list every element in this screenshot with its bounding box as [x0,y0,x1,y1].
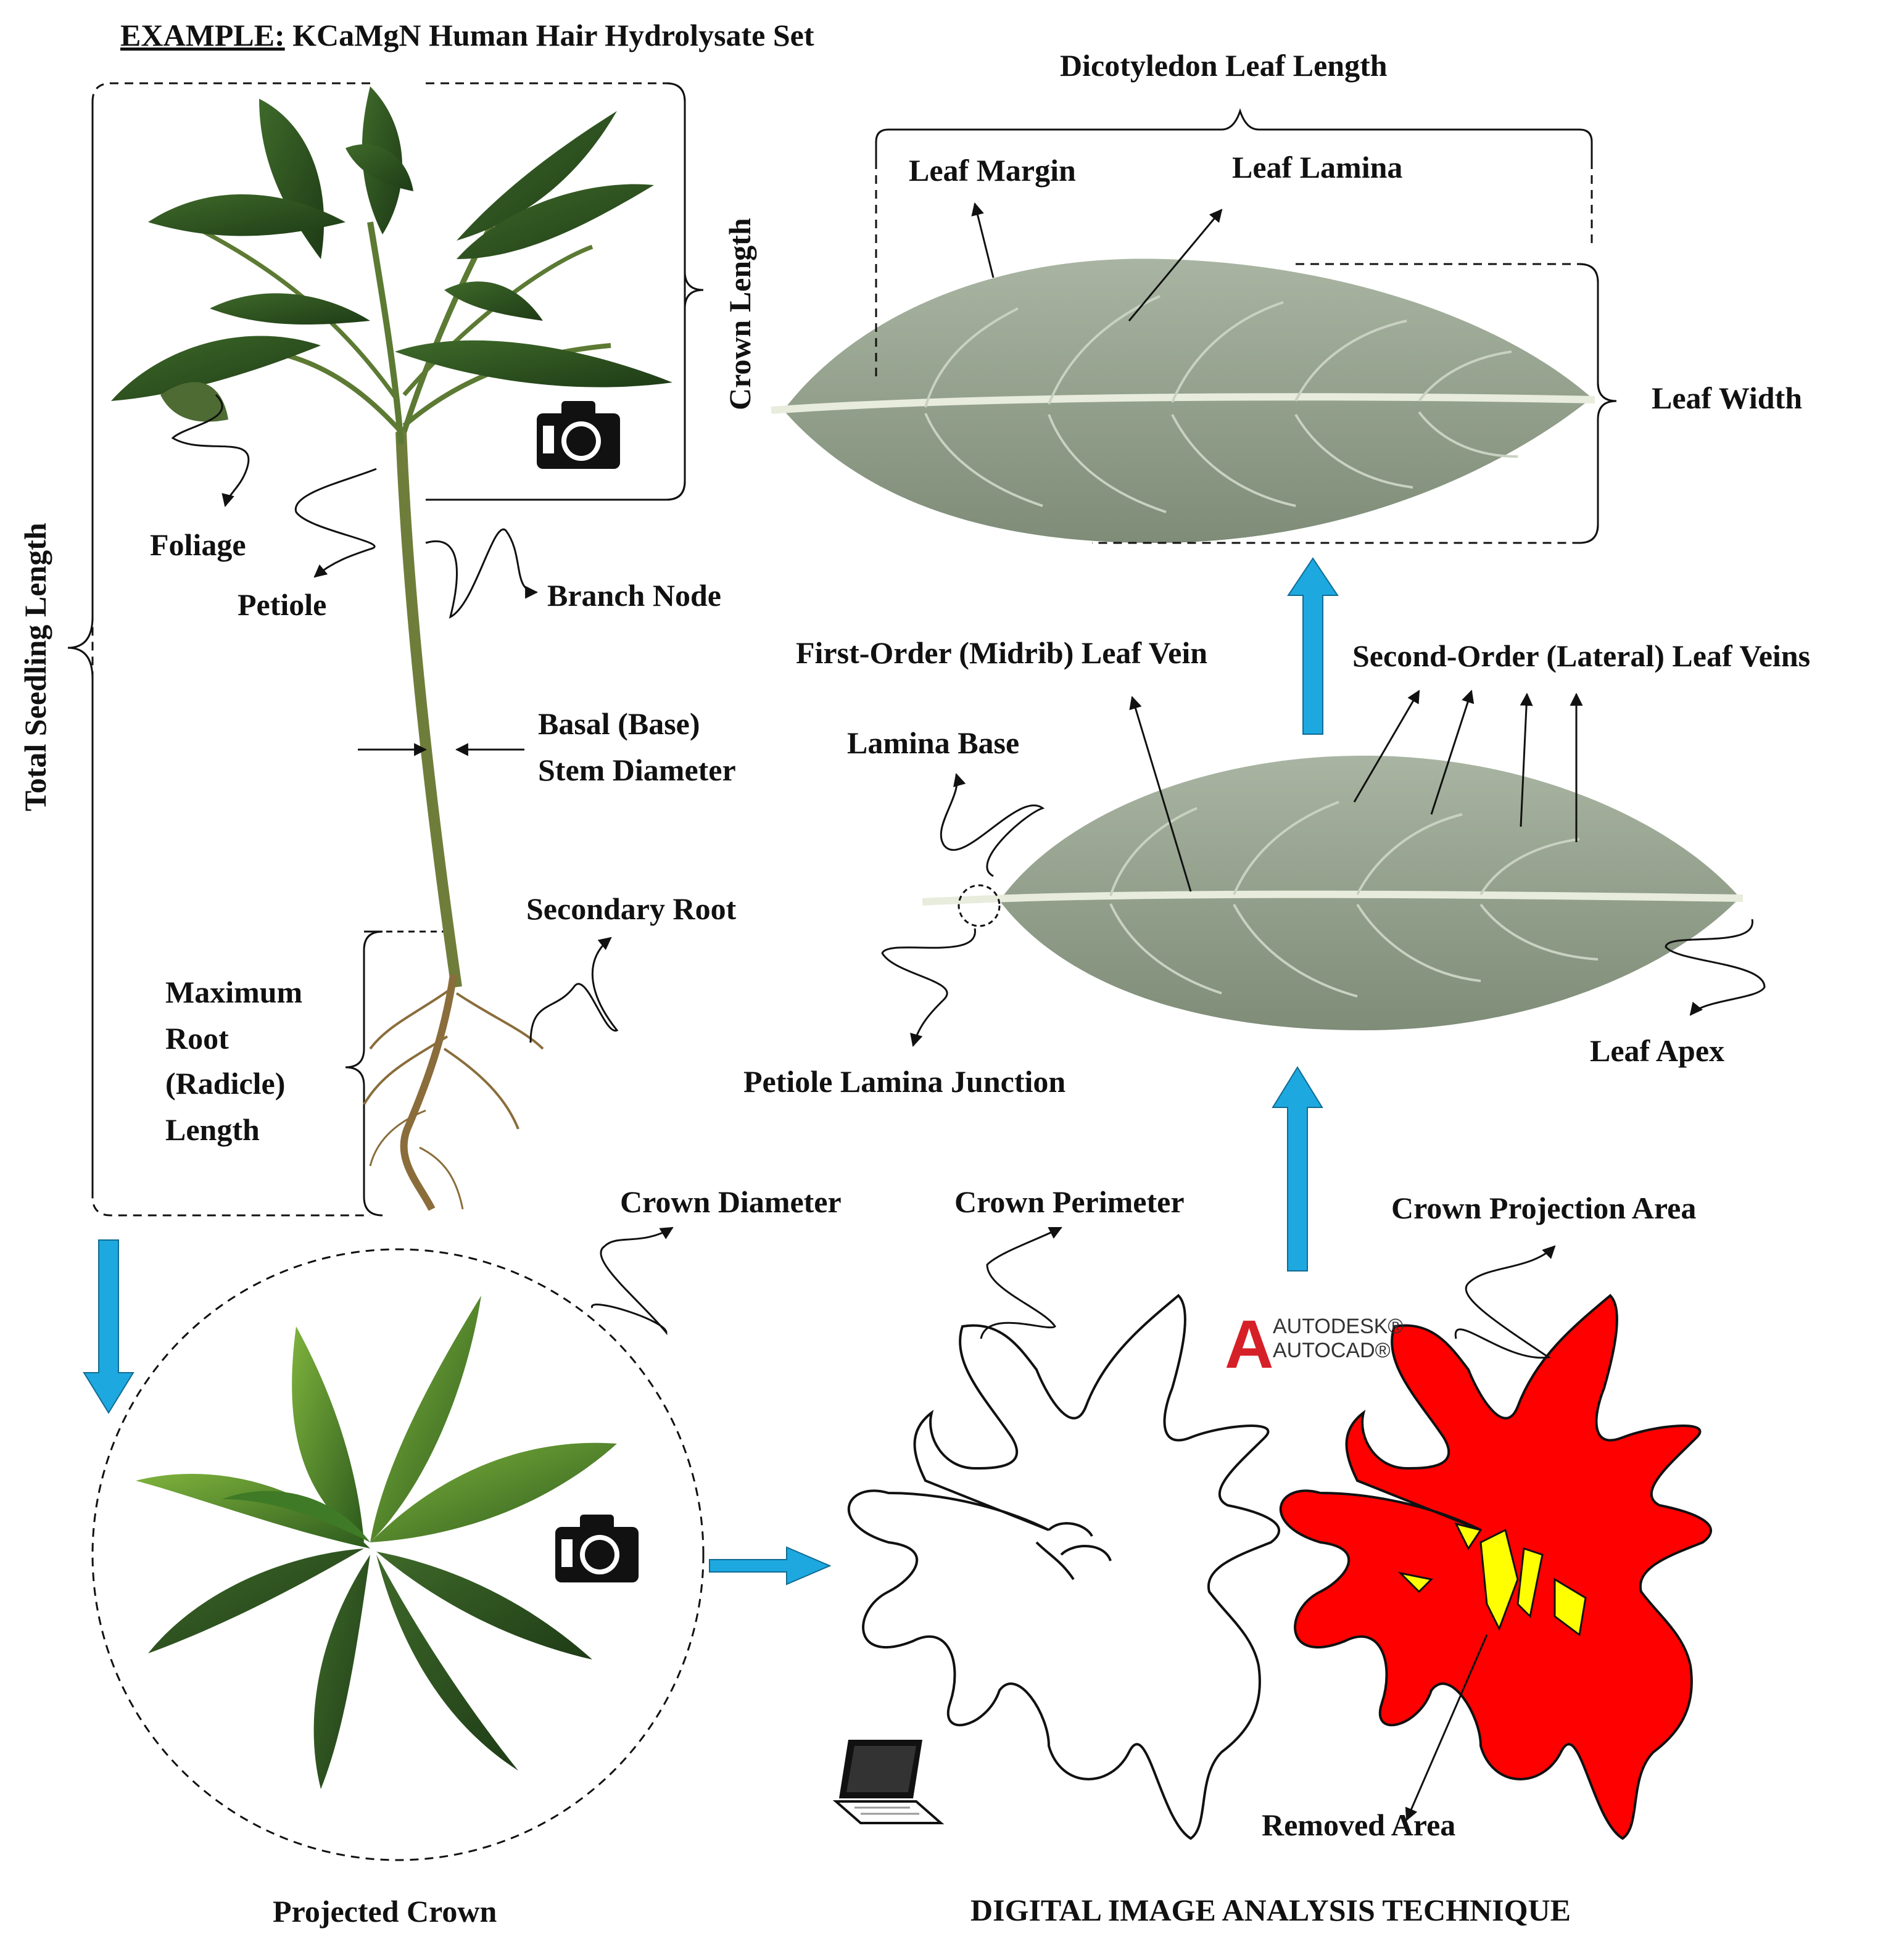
root-length-brace [345,930,383,1217]
petiole-label: Petiole [238,587,327,622]
leaf-apex-label: Leaf Apex [1590,1033,1725,1068]
second-order-veins-label: Second-Order (Lateral) Leaf Veins [1352,639,1811,673]
total-length-brace [67,102,94,1197]
max-root-label-4: Length [165,1112,260,1147]
projected-crown-plant [136,1296,617,1789]
projected-crown-label: Projected Crown [273,1894,497,1929]
basal-stem-label-1: Basal (Base) [538,706,700,741]
leaf-margin-label: Leaf Margin [909,153,1076,188]
first-order-vein-label: First-Order (Midrib) Leaf Vein [796,635,1208,670]
example-prefix: EXAMPLE: [120,18,285,52]
autocad-logo: A AUTODESK® AUTOCAD® [1225,1307,1403,1383]
crown-diameter-label: Crown Diameter [620,1185,842,1219]
removed-area [1397,1522,1587,1637]
max-root-label-2: Root [165,1021,229,1056]
autocad-line2: AUTOCAD® [1273,1339,1391,1363]
leaf-middle-callouts [881,690,1766,1048]
crown-perimeter-outline [847,1294,1281,1840]
crown-callouts [591,1226,1556,1821]
secondary-root-label: Secondary Root [526,891,737,926]
crown-projection-area-label: Crown Projection Area [1391,1191,1697,1225]
removed-area-label: Removed Area [1262,1808,1456,1842]
basal-stem-label-2: Stem Diameter [538,753,736,787]
projected-crown-circle [91,1248,705,1861]
leaf-top-brackets [875,108,1617,544]
camera-icon [537,401,620,469]
foliage-label: Foliage [150,527,246,562]
total-seedling-length-label: Total Seedling Length [18,523,52,811]
flow-arrows [83,557,1339,1586]
lamina-base-label: Lamina Base [847,726,1020,760]
laptop-icon [832,1740,945,1824]
crown-perimeter-label: Crown Perimeter [954,1185,1185,1219]
example-title: EXAMPLE: KCaMgN Human Hair Hydrolysate S… [120,17,814,53]
crown-length-label: Crown Length [722,218,757,410]
leaf-middle [922,755,1744,1030]
max-root-label-1: Maximum [165,975,303,1009]
seedling-callouts [171,394,619,1043]
digital-image-analysis-label: DIGITAL IMAGE ANALYSIS TECHNIQUE [970,1893,1571,1927]
leaf-top [771,258,1595,543]
petiole-lamina-junction-label: Petiole Lamina Junction [743,1064,1066,1099]
seedling-plant [111,86,672,1211]
dicot-leaf-length-label: Dicotyledon Leaf Length [1060,48,1388,83]
example-text: KCaMgN Human Hair Hydrolysate Set [292,18,814,52]
camera-icon [555,1515,639,1582]
leaf-lamina-label: Leaf Lamina [1232,150,1403,184]
autocad-letter: A [1225,1307,1274,1383]
crown-length-brace [666,82,704,501]
branch-node-label: Branch Node [547,578,721,613]
leaf-width-label: Leaf Width [1652,381,1803,415]
crown-perimeter-center [1035,1522,1112,1581]
max-root-label-3: (Radicle) [165,1066,286,1101]
autocad-line1: AUTODESK® [1273,1315,1404,1338]
